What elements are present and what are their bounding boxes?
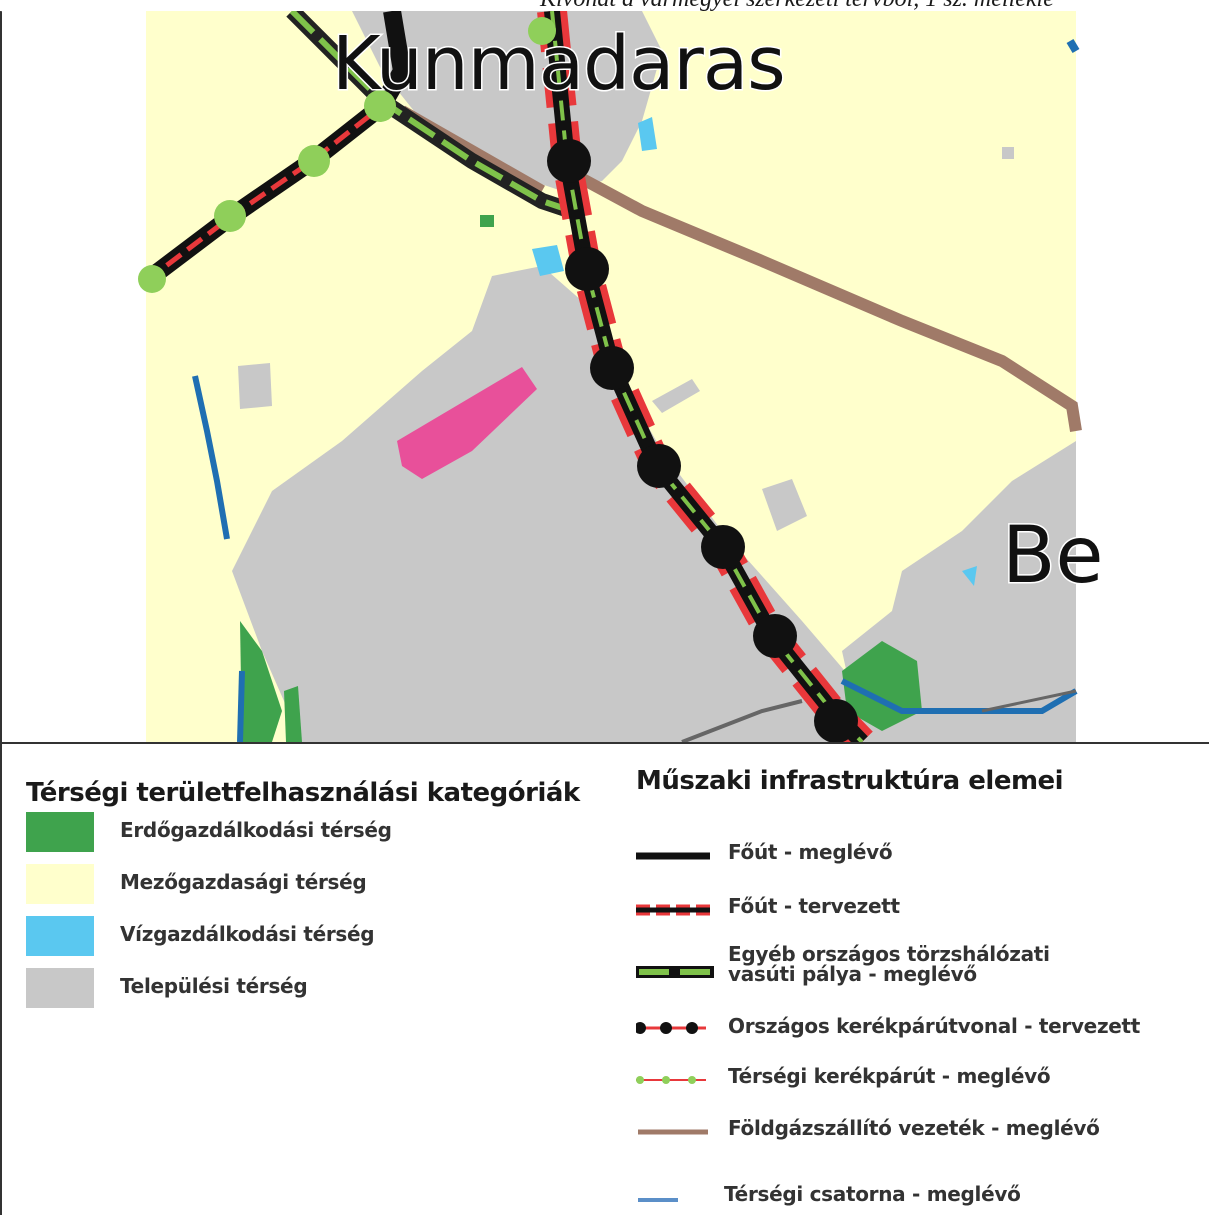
legend-item-label: Országos kerékpárútvonal - tervezett xyxy=(728,1014,1141,1038)
special-area-magenta xyxy=(397,367,537,479)
town-label-kunmadaras: Kunmadaras xyxy=(331,20,788,109)
settlement-small-top-right xyxy=(1002,147,1014,159)
map-header-text: Kivonat a vármegyei szerkezeti tervből, … xyxy=(540,0,1209,13)
main-road-west-red xyxy=(144,104,384,283)
legend-item-label: Térségi kerékpárút - meglévő xyxy=(728,1064,1051,1088)
railway-line-green xyxy=(289,11,573,214)
legend-item-agricultural: Mezőgazdasági térség xyxy=(26,864,580,916)
legend-item-label: Települési térség xyxy=(120,974,308,998)
forest-swatch xyxy=(26,812,94,852)
canal-southeast xyxy=(840,678,1078,714)
infrastructure-legend: Műszaki infrastruktúra elemei Főút - meg… xyxy=(636,766,1140,1206)
settlement-area-small-1 xyxy=(238,363,272,409)
blue-line-icon xyxy=(638,1198,678,1202)
canal-top-right xyxy=(1066,38,1080,54)
green-black-rail-icon xyxy=(636,966,714,978)
legend-item-label: Földgázszállító vezeték - meglévő xyxy=(728,1116,1100,1140)
black-line-icon xyxy=(636,852,710,860)
water-area-3 xyxy=(962,566,977,586)
agricultural-swatch xyxy=(26,864,94,904)
black-red-dashed-line-icon xyxy=(636,904,710,916)
map-edge-right xyxy=(1076,11,1209,742)
legend-item-label: Főút - tervezett xyxy=(728,894,900,918)
regional-cycle-route-dots xyxy=(138,17,556,293)
water-area-1 xyxy=(532,245,564,276)
forest-area-west xyxy=(240,621,282,742)
brown-line-icon xyxy=(638,1129,708,1135)
legend-item-label: Főút - meglévő xyxy=(728,840,893,864)
national-cycle-route-dots xyxy=(547,139,858,742)
map-canvas xyxy=(2,11,1209,742)
settlement-area-main xyxy=(232,266,902,742)
main-road-green-core xyxy=(550,11,864,742)
green-dot-red-line-icon xyxy=(636,1076,706,1084)
map-legend-divider xyxy=(2,742,1209,744)
secondary-road-east xyxy=(981,689,1077,713)
settlement-area-small-2 xyxy=(762,479,807,531)
legend-item-label-line1: Egyéb országos törzshálózati xyxy=(728,942,1050,966)
forest-dot xyxy=(480,215,494,227)
infrastructure-legend-title: Műszaki infrastruktúra elemei xyxy=(636,766,1064,796)
water-swatch xyxy=(26,916,94,956)
legend-item-label: Térségi csatorna - meglévő xyxy=(724,1182,1021,1206)
black-dot-red-line-icon xyxy=(636,1022,706,1034)
canal-southwest xyxy=(237,670,245,742)
forest-area-small xyxy=(284,686,302,742)
legend-item-label: Vízgazdálkodási térség xyxy=(120,922,375,946)
map-area[interactable]: Kunmadaras Be xyxy=(2,11,1209,742)
water-area-2 xyxy=(638,117,657,151)
legend-item-settlement: Települési térség xyxy=(26,968,580,1020)
land-use-legend-title: Térségi területfelhasználási kategóriák xyxy=(26,778,580,808)
legend-item-label: Mezőgazdasági térség xyxy=(120,870,367,894)
legend-item-label-railway: Egyéb országos törzshálózati vasúti pály… xyxy=(728,944,1050,984)
map-edge-left xyxy=(2,11,146,742)
canal-west xyxy=(192,375,230,540)
town-label-east: Be xyxy=(1001,510,1105,603)
legend-item-label-line2: vasúti pálya - meglévő xyxy=(728,962,977,986)
legend-item-forest: Erdőgazdálkodási térség xyxy=(26,812,580,864)
legend-item-label: Erdőgazdálkodási térség xyxy=(120,818,392,842)
settlement-area-small-3 xyxy=(652,379,700,413)
land-use-legend: Térségi területfelhasználási kategóriák … xyxy=(26,778,580,1020)
legend-item-water: Vízgazdálkodási térség xyxy=(26,916,580,968)
secondary-road xyxy=(681,699,803,742)
settlement-swatch xyxy=(26,968,94,1008)
